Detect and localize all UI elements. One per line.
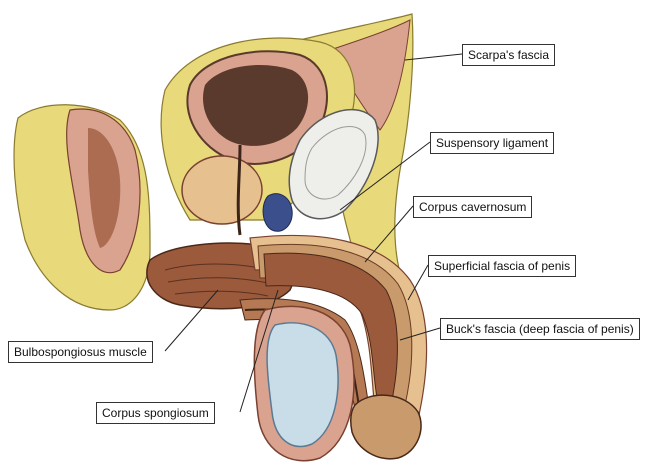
prostate <box>182 156 262 224</box>
label-corpus-spongiosum: Corpus spongiosum <box>96 402 215 424</box>
label-bulbospongiosus-muscle: Bulbospongiosus muscle <box>8 341 153 363</box>
label-bucks-fascia: Buck's fascia (deep fascia of penis) <box>440 318 640 340</box>
leader-scarpa <box>405 54 462 60</box>
label-suspensory-ligament: Suspensory ligament <box>430 132 554 154</box>
label-corpus-cavernosum: Corpus cavernosum <box>413 196 532 218</box>
label-scarpas-fascia: Scarpa's fascia <box>462 44 555 66</box>
label-superficial-fascia: Superficial fascia of penis <box>428 255 576 277</box>
testis <box>267 323 338 447</box>
glans-penis <box>351 395 421 459</box>
dorsal-vessels <box>263 194 292 232</box>
prostatic-urethra <box>238 145 240 235</box>
